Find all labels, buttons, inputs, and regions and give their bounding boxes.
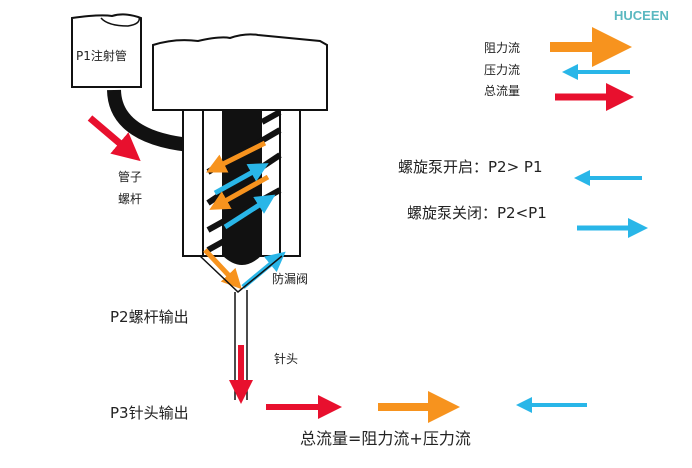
legend-label-total: 总流量 — [484, 84, 520, 98]
legend-label-resistance: 阻力流 — [484, 41, 520, 55]
p3-output-label: P3针头输出 — [110, 404, 189, 422]
pump-head — [152, 33, 328, 111]
total-flow-arrow-inlet — [87, 115, 141, 162]
p2-output-label: P2螺杆输出 — [110, 308, 189, 326]
pump-on-condition: 螺旋泵开启：P2> P1 — [398, 158, 543, 176]
brand-logo: HUCEEN — [614, 8, 669, 23]
anti-leak-valve-cone — [199, 255, 283, 293]
internal-flow-arrows — [203, 140, 286, 290]
pump-off-condition: 螺旋泵关闭：P2<P1 — [407, 204, 547, 222]
injection-tube: P1注射管 — [71, 13, 142, 88]
flow-equation: 总流量=阻力流+压力流 — [300, 429, 471, 448]
needle-label: 针头 — [274, 351, 298, 366]
legend: 阻力流 压力流 总流量 — [484, 27, 634, 111]
tube-label: 管子 — [118, 169, 142, 184]
injection-tube-label: P1注射管 — [76, 48, 127, 63]
anti-leak-valve-label: 防漏阀 — [272, 271, 308, 286]
screw-label: 螺杆 — [118, 192, 142, 206]
legend-label-pressure: 压力流 — [484, 63, 520, 77]
